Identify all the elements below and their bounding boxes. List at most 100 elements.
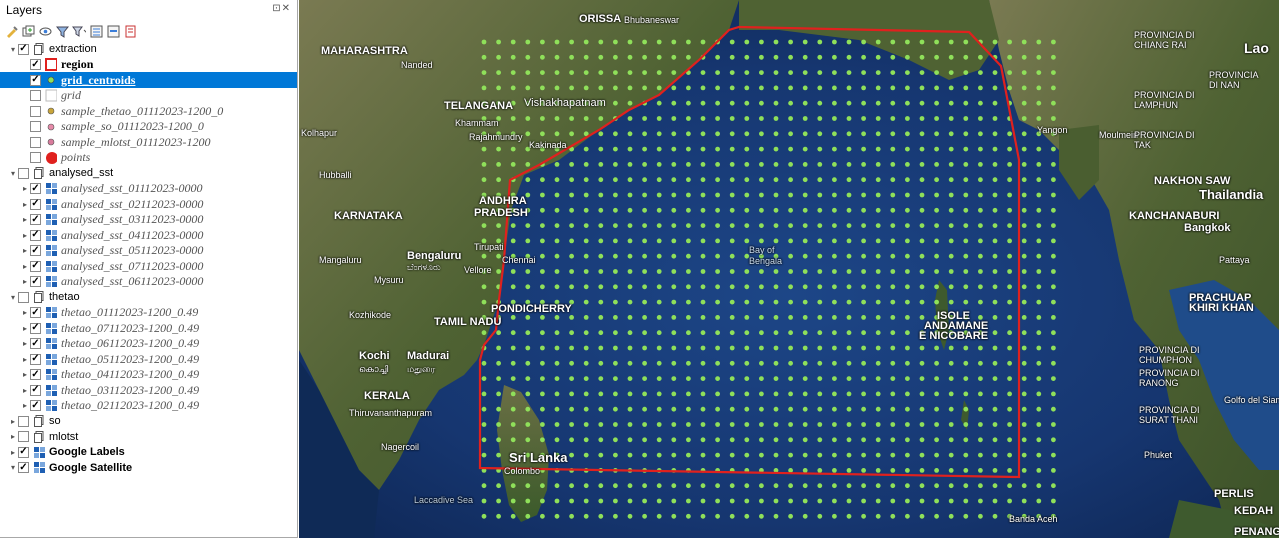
layer-group-row[interactable]: ▸so	[0, 413, 297, 429]
layer-row[interactable]: ▸✓analysed_sst_03112023-0000	[0, 212, 297, 228]
layer-group-row[interactable]: ▾analysed_sst	[0, 165, 297, 181]
layer-visibility-checkbox[interactable]: ✓	[30, 337, 41, 349]
map-label-bengala: Bengala	[749, 256, 783, 266]
layer-row[interactable]: ▸✓analysed_sst_05112023-0000	[0, 243, 297, 259]
group-icon	[33, 167, 45, 179]
layer-visibility-checkbox[interactable]: ✓	[30, 353, 41, 365]
layer-visibility-checkbox[interactable]: ✓	[30, 306, 41, 318]
layer-row[interactable]: ▸✓analysed_sst_02112023-0000	[0, 196, 297, 212]
layer-visibility-checkbox[interactable]	[30, 121, 41, 132]
layer-row[interactable]: ▸✓thetao_03112023-1200_0.49	[0, 382, 297, 398]
grid-centroid-point	[525, 253, 531, 259]
layer-visibility-checkbox[interactable]: ✓	[30, 322, 41, 334]
expand-arrow-icon[interactable]: ▸	[22, 215, 27, 224]
grid-centroid-point	[846, 391, 852, 397]
expand-arrow-icon[interactable]: ▸	[22, 339, 27, 348]
layer-group-row[interactable]: ▾thetao	[0, 289, 297, 305]
grid-centroid-point	[583, 39, 589, 45]
remove-layer-icon[interactable]	[123, 24, 137, 38]
expand-arrow-icon[interactable]: ▸	[22, 323, 27, 333]
layer-visibility-checkbox[interactable]: ✓	[18, 43, 29, 55]
expand-all-icon[interactable]	[89, 24, 103, 38]
layer-row[interactable]: ✓region	[0, 57, 297, 73]
collapse-arrow-icon[interactable]: ▾	[10, 292, 15, 302]
expand-arrow-icon[interactable]: ▸	[10, 416, 15, 426]
layer-visibility-checkbox[interactable]: ✓	[30, 74, 41, 86]
expand-arrow-icon[interactable]: ▸	[22, 354, 27, 364]
layer-row[interactable]: ▸✓thetao_07112023-1200_0.49	[0, 320, 297, 336]
layer-row[interactable]: ✓grid_centroids	[0, 72, 297, 88]
layer-row[interactable]: ▸✓thetao_04112023-1200_0.49	[0, 367, 297, 383]
layer-visibility-checkbox[interactable]: ✓	[30, 384, 41, 396]
layer-visibility-checkbox[interactable]	[18, 415, 29, 427]
layer-visibility-checkbox[interactable]: ✓	[30, 260, 41, 272]
expand-arrow-icon[interactable]: ▸	[22, 261, 27, 271]
map-label-nagercoil: Nagercoil	[381, 442, 420, 452]
expand-arrow-icon[interactable]: ▸	[22, 308, 27, 317]
layer-visibility-checkbox[interactable]: ✓	[30, 58, 41, 70]
grid-centroid-point	[642, 330, 647, 336]
expand-arrow-icon[interactable]: ▸	[22, 370, 27, 379]
layer-row[interactable]: ▸✓analysed_sst_06112023-0000	[0, 274, 297, 290]
collapse-arrow-icon[interactable]: ▾	[10, 44, 15, 54]
grid-centroid-point	[875, 498, 881, 504]
collapse-arrow-icon[interactable]: ▾	[10, 463, 15, 472]
layer-group-row[interactable]: ▸mlotst	[0, 429, 297, 445]
expand-arrow-icon[interactable]: ▸	[10, 432, 15, 441]
collapse-arrow-icon[interactable]: ▾	[10, 168, 15, 178]
layer-row[interactable]: ▸✓Google Labels	[0, 444, 297, 460]
expand-arrow-icon[interactable]: ▸	[22, 385, 27, 395]
layer-row[interactable]: ▸✓analysed_sst_04112023-0000	[0, 227, 297, 243]
layer-row[interactable]: ▸✓thetao_01112023-1200_0.49	[0, 305, 297, 321]
collapse-all-icon[interactable]	[106, 24, 120, 38]
manage-map-themes-icon[interactable]	[38, 24, 52, 38]
layer-visibility-checkbox[interactable]: ✓	[30, 368, 41, 380]
filter-legend-icon[interactable]	[55, 24, 69, 38]
layer-row[interactable]: sample_mlotst_01112023-1200	[0, 134, 297, 150]
layer-row[interactable]: grid	[0, 88, 297, 104]
layer-visibility-checkbox[interactable]: ✓	[30, 213, 41, 225]
layer-visibility-checkbox[interactable]: ✓	[30, 182, 41, 194]
expand-arrow-icon[interactable]: ▸	[22, 184, 27, 193]
panel-dock-close-controls[interactable]: ⊡✕	[272, 3, 291, 14]
layer-visibility-checkbox[interactable]	[18, 167, 29, 179]
expand-arrow-icon[interactable]: ▸	[22, 401, 27, 410]
layer-visibility-checkbox[interactable]: ✓	[30, 244, 41, 256]
layer-visibility-checkbox[interactable]: ✓	[18, 446, 29, 458]
layer-row[interactable]: ▸✓thetao_06112023-1200_0.49	[0, 336, 297, 352]
add-group-icon[interactable]	[21, 24, 35, 38]
layer-row[interactable]: ▸✓analysed_sst_07112023-0000	[0, 258, 297, 274]
filter-by-expression-icon[interactable]	[72, 24, 86, 38]
layer-visibility-checkbox[interactable]	[18, 431, 29, 442]
layer-visibility-checkbox[interactable]: ✓	[30, 229, 41, 241]
grid-centroid-point	[1051, 162, 1056, 167]
layer-visibility-checkbox[interactable]	[30, 105, 41, 117]
expand-arrow-icon[interactable]: ▸	[22, 246, 27, 255]
layer-visibility-checkbox[interactable]	[18, 291, 29, 303]
layer-group-row[interactable]: ▾✓extraction	[0, 41, 297, 57]
layer-row[interactable]: sample_thetao_01112023-1200_0	[0, 103, 297, 119]
expand-arrow-icon[interactable]: ▸	[22, 230, 27, 240]
layer-visibility-checkbox[interactable]	[30, 136, 41, 148]
layer-row[interactable]: ▸✓thetao_05112023-1200_0.49	[0, 351, 297, 367]
open-layer-styling-icon[interactable]	[4, 24, 18, 38]
expand-arrow-icon[interactable]: ▸	[10, 447, 15, 457]
expand-arrow-icon[interactable]: ▸	[22, 199, 27, 209]
map-canvas[interactable]: ORISSA Bhubaneswar MAHARASHTRA TELANGANA…	[299, 0, 1279, 538]
layer-visibility-checkbox[interactable]: ✓	[30, 399, 41, 411]
grid-centroid-point	[978, 483, 983, 489]
grid-centroid-point	[1051, 146, 1056, 152]
layer-visibility-checkbox[interactable]: ✓	[30, 198, 41, 210]
layer-visibility-checkbox[interactable]	[30, 152, 41, 163]
map-label-yangon: Yangon	[1037, 125, 1068, 135]
layer-visibility-checkbox[interactable]: ✓	[18, 461, 29, 473]
expand-arrow-icon[interactable]: ▸	[22, 277, 27, 286]
layer-visibility-checkbox[interactable]	[30, 90, 41, 101]
layer-row[interactable]: ▾✓Google Satellite	[0, 460, 297, 476]
layer-visibility-checkbox[interactable]: ✓	[30, 275, 41, 287]
layer-row[interactable]: ▸✓analysed_sst_01112023-0000	[0, 181, 297, 197]
grid-centroid-point	[1036, 483, 1042, 489]
layer-row[interactable]: sample_so_01112023-1200_0	[0, 119, 297, 135]
layer-row[interactable]: ▸✓thetao_02112023-1200_0.49	[0, 398, 297, 414]
layer-row[interactable]: points	[0, 150, 297, 166]
